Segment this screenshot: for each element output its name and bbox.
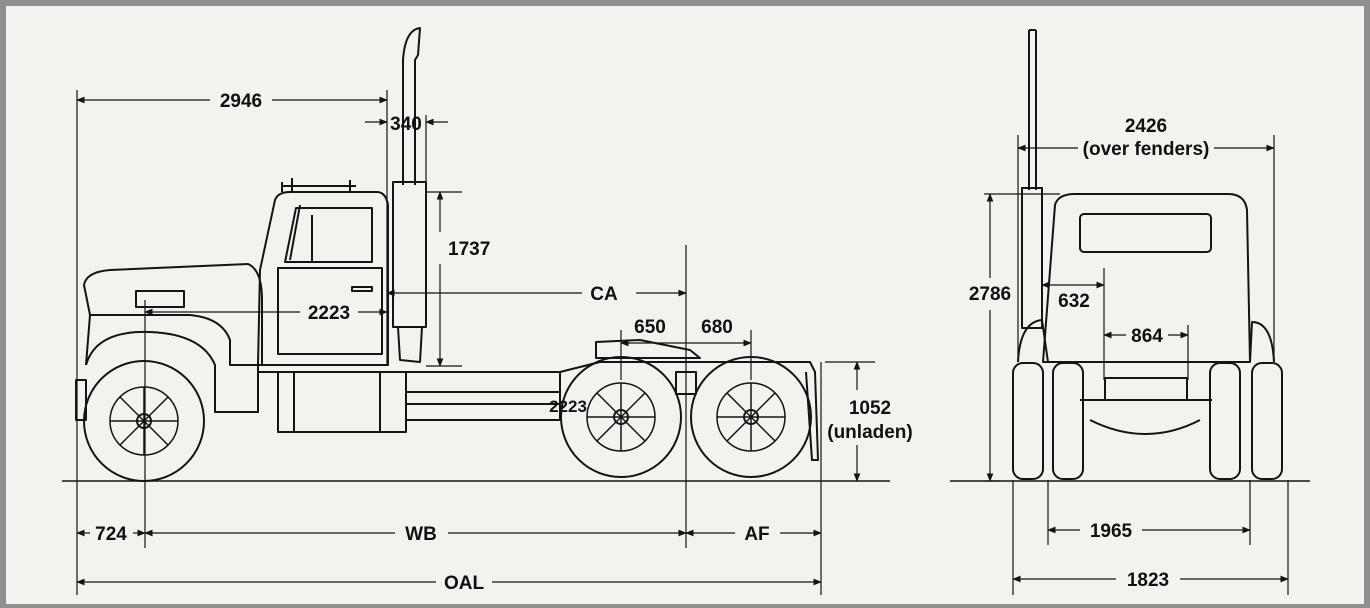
dim-650-label: 650	[634, 317, 666, 338]
exhaust-muffler	[392, 181, 427, 328]
mirror	[289, 204, 313, 262]
exhaust-stack	[402, 27, 421, 185]
dim-1965-label: 1965	[1090, 521, 1133, 542]
grille-vent	[135, 290, 185, 308]
front-rim-spokes	[110, 387, 178, 455]
dim-680-label: 680	[701, 317, 733, 338]
dim-1052-label: 1052	[849, 398, 891, 419]
dim-ca-label: CA	[590, 284, 618, 305]
dim-724-label: 724	[95, 524, 127, 545]
rear-hub-1	[613, 409, 629, 425]
dim-wb-label: WB	[405, 524, 437, 545]
front-dimensions	[984, 135, 1289, 595]
right-fender	[1249, 321, 1275, 363]
left-outer-tire	[1012, 362, 1044, 480]
rear-frame	[559, 361, 819, 461]
hood-front	[85, 314, 91, 366]
roof-horn	[281, 178, 356, 192]
frame-2223-label: 2223	[549, 397, 587, 416]
exhaust-bracket	[397, 326, 423, 363]
rear-rim-2-spokes	[717, 383, 785, 451]
dim-1052-note: (unladen)	[827, 422, 913, 443]
dim-1737-label: 1737	[448, 239, 490, 260]
cab-door	[277, 267, 383, 355]
dim-1823-label: 1823	[1127, 570, 1169, 591]
dim-oal-label: OAL	[444, 573, 485, 594]
bumper	[75, 379, 87, 421]
right-outer-tire	[1251, 362, 1283, 480]
paper-background	[6, 6, 1364, 604]
dim-632-label: 632	[1058, 291, 1090, 312]
left-fender	[1017, 319, 1049, 363]
door-handle	[351, 286, 373, 292]
front-tire	[83, 360, 205, 482]
right-inner-tire	[1209, 362, 1241, 480]
dim-2426-label: 2426	[1125, 116, 1167, 137]
side-view	[62, 27, 890, 482]
dim-340-label: 340	[390, 114, 422, 135]
dim-2786-label: 2786	[969, 284, 1011, 305]
front-cab	[1042, 193, 1251, 363]
cab-body	[257, 191, 389, 366]
rear-hub-2	[743, 409, 759, 425]
frame-rail	[258, 371, 561, 421]
dim-2946-label: 2946	[220, 91, 262, 112]
dim-af-label: AF	[744, 524, 769, 545]
front-exhaust-stack	[1028, 29, 1037, 190]
dim-2426-note: (over fenders)	[1083, 139, 1210, 160]
front-windshield	[1079, 213, 1212, 253]
front-hub	[136, 413, 152, 429]
dim-2223-cab-label: 2223	[308, 303, 350, 324]
cab-window	[284, 207, 373, 263]
fifth-wheel	[595, 339, 701, 359]
rear-rim-1-spokes	[587, 383, 655, 451]
front-exhaust-muffler	[1021, 187, 1043, 329]
side-dimensions	[76, 90, 875, 595]
front-axle	[1080, 399, 1212, 435]
left-inner-tire	[1052, 362, 1084, 480]
hood	[83, 263, 263, 366]
front-fender	[85, 330, 259, 413]
dim-864-label: 864	[1131, 326, 1163, 347]
